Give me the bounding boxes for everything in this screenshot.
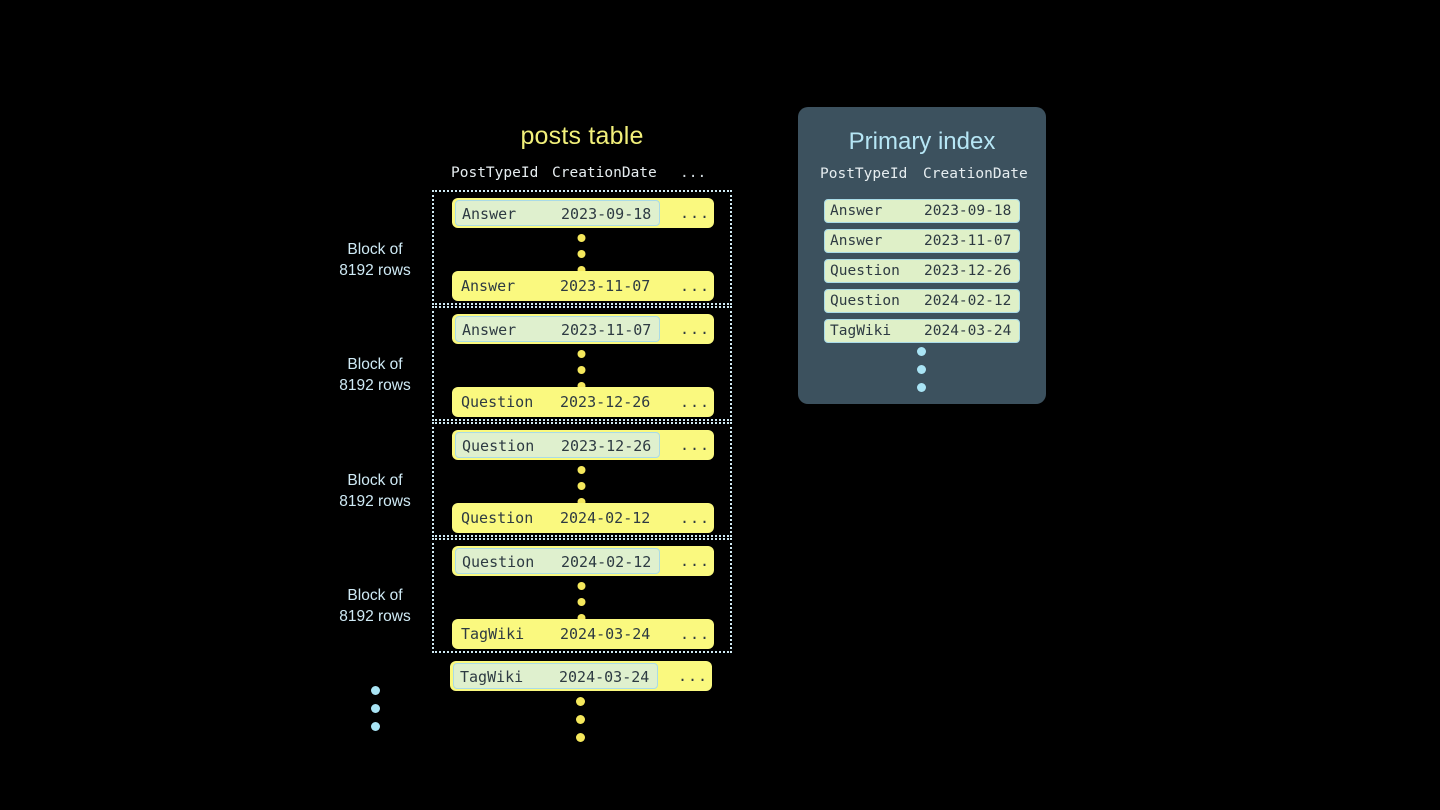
cell-creationdate: 2024-03-24 (559, 668, 650, 686)
cell-posttypeid: Question (461, 509, 534, 527)
cell-more: ... (680, 552, 711, 570)
cell-posttypeid: Answer (830, 203, 883, 219)
trailing-row-container: TagWiki 2024-03-24 ... (432, 661, 732, 693)
block-label-line1: Block of (347, 356, 403, 373)
blocks-continuation-ellipsis-dots (371, 686, 381, 740)
index-entry[interactable]: Answer 2023-09-18 (824, 199, 1020, 223)
cell-creationdate: 2023-11-07 (560, 277, 651, 295)
block-label-3: Block of 8192 rows (300, 585, 450, 627)
block-label-line1: Block of (347, 241, 403, 258)
index-entry[interactable]: Question 2023-12-26 (824, 259, 1020, 283)
cell-posttypeid: Question (830, 263, 900, 279)
table-row[interactable]: Question 2024-02-12 ... (452, 546, 714, 576)
vertical-ellipsis-dots (577, 234, 587, 274)
cell-more: ... (680, 204, 711, 222)
cell-more: ... (678, 667, 709, 685)
block-label-line1: Block of (347, 587, 403, 604)
cell-creationdate: 2024-02-12 (560, 509, 651, 527)
table-block: Question 2024-02-12 ... TagWiki 2024-03-… (432, 538, 732, 653)
row-cells: Question 2023-12-26 (455, 389, 660, 415)
cell-posttypeid: Question (830, 293, 900, 309)
index-entry[interactable]: Answer 2023-11-07 (824, 229, 1020, 253)
cell-more: ... (680, 320, 711, 338)
cell-posttypeid: Answer (462, 321, 517, 339)
index-ellipsis-dots (917, 347, 927, 401)
posts-table-column-headers: PostTypeId CreationDate ... (432, 165, 732, 187)
column-header-creationdate: CreationDate (552, 165, 657, 181)
cell-creationdate: 2023-12-26 (561, 437, 652, 455)
cell-more: ... (680, 436, 711, 454)
cell-creationdate: 2023-11-07 (924, 233, 1012, 249)
table-row[interactable]: Answer 2023-11-07 ... (452, 314, 714, 344)
cell-posttypeid: TagWiki (461, 625, 525, 643)
cell-creationdate: 2024-03-24 (924, 323, 1012, 339)
block-label-1: Block of 8192 rows (300, 354, 450, 396)
row-highlight-box: Answer 2023-09-18 (455, 200, 660, 226)
block-label-line1: Block of (347, 472, 403, 489)
cell-creationdate: 2024-02-12 (924, 293, 1012, 309)
row-cells: TagWiki 2024-03-24 (455, 621, 660, 647)
table-row[interactable]: TagWiki 2024-03-24 ... (452, 619, 714, 649)
cell-creationdate: 2023-12-26 (924, 263, 1012, 279)
cell-more: ... (680, 393, 711, 411)
cell-more: ... (680, 625, 711, 643)
column-header-creationdate: CreationDate (923, 166, 1028, 182)
table-row[interactable]: TagWiki 2024-03-24 ... (450, 661, 712, 691)
cell-posttypeid: Answer (830, 233, 883, 249)
cell-posttypeid: Question (462, 553, 535, 571)
index-entry[interactable]: Question 2024-02-12 (824, 289, 1020, 313)
table-row[interactable]: Answer 2023-09-18 ... (452, 198, 714, 228)
index-entry[interactable]: TagWiki 2024-03-24 (824, 319, 1020, 343)
table-row[interactable]: Answer 2023-11-07 ... (452, 271, 714, 301)
cell-posttypeid: Answer (461, 277, 516, 295)
vertical-ellipsis-dots (577, 350, 587, 390)
block-label-line2: 8192 rows (339, 608, 411, 625)
block-label-line2: 8192 rows (339, 493, 411, 510)
cell-more: ... (680, 509, 711, 527)
posts-table-body: Answer 2023-09-18 ... Answer 2023-11-07 … (432, 190, 732, 654)
row-highlight-box: Question 2023-12-26 (455, 432, 660, 458)
row-cells: Answer 2023-11-07 (455, 273, 660, 299)
page-title: posts table (520, 122, 644, 150)
primary-index-panel: Primary index PostTypeId CreationDate An… (798, 107, 1046, 404)
cell-creationdate: 2024-03-24 (560, 625, 651, 643)
row-highlight-box: Question 2024-02-12 (455, 548, 660, 574)
primary-index-column-headers: PostTypeId CreationDate (798, 166, 1046, 188)
block-label-0: Block of 8192 rows (300, 239, 450, 281)
cell-creationdate: 2023-12-26 (560, 393, 651, 411)
column-header-more: ... (680, 165, 707, 181)
cell-creationdate: 2023-09-18 (924, 203, 1012, 219)
table-row[interactable]: Question 2023-12-26 ... (452, 430, 714, 460)
row-cells: Question 2024-02-12 (455, 505, 660, 531)
row-highlight-box: TagWiki 2024-03-24 (453, 663, 658, 689)
vertical-ellipsis-dots (577, 466, 587, 506)
column-header-posttypeid: PostTypeId (820, 166, 908, 182)
cell-posttypeid: Answer (462, 205, 517, 223)
cell-creationdate: 2024-02-12 (561, 553, 652, 571)
cell-more: ... (680, 277, 711, 295)
row-highlight-box: Answer 2023-11-07 (455, 316, 660, 342)
table-block: Answer 2023-09-18 ... Answer 2023-11-07 … (432, 190, 732, 305)
table-bottom-ellipsis-dots (576, 697, 586, 751)
block-label-line2: 8192 rows (339, 377, 411, 394)
table-block: Answer 2023-11-07 ... Question 2023-12-2… (432, 306, 732, 421)
primary-index-title: Primary index (848, 128, 996, 155)
block-label-line2: 8192 rows (339, 262, 411, 279)
cell-posttypeid: TagWiki (460, 668, 524, 686)
cell-creationdate: 2023-11-07 (561, 321, 652, 339)
table-block: Question 2023-12-26 ... Question 2024-02… (432, 422, 732, 537)
block-label-2: Block of 8192 rows (300, 470, 450, 512)
table-row[interactable]: Question 2024-02-12 ... (452, 503, 714, 533)
table-row[interactable]: Question 2023-12-26 ... (452, 387, 714, 417)
vertical-ellipsis-dots (577, 582, 587, 622)
cell-posttypeid: Question (461, 393, 534, 411)
cell-creationdate: 2023-09-18 (561, 205, 652, 223)
cell-posttypeid: Question (462, 437, 535, 455)
column-header-posttypeid: PostTypeId (451, 165, 539, 181)
cell-posttypeid: TagWiki (830, 323, 892, 339)
